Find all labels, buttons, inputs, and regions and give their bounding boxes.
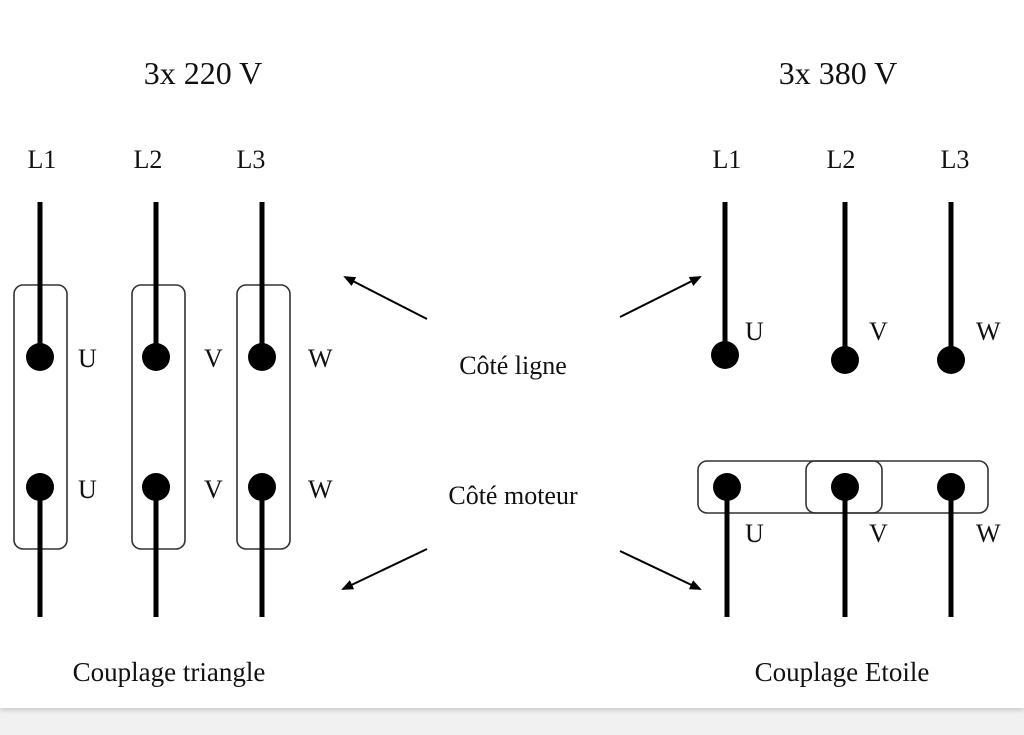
left-terminal-label-top-w: W [308,344,333,373]
right-line-label-l1: L1 [713,145,742,174]
arrow-motor-side-right [619,550,702,590]
left-terminal-top-u [26,343,54,371]
arrow-line-side-right [619,276,702,318]
left-terminal-bottom-w [248,473,276,501]
left-title: 3x 220 V [144,55,263,91]
left-terminal-top-v [142,343,170,371]
arrow-motor-side-left [341,548,428,590]
right-terminal-top-u [711,341,739,369]
left-terminal-label-bottom-w: W [308,475,333,504]
right-terminal-bottom-v [831,473,859,501]
right-terminal-label-bottom-u: U [745,519,764,548]
right-terminal-top-v [831,346,859,374]
right-caption: Couplage Etoile [755,657,930,687]
left-terminal-bottom-u [26,473,54,501]
line-side-label: Côté ligne [459,351,567,380]
left-caption: Couplage triangle [73,657,266,687]
right-terminal-label-bottom-w: W [976,519,1001,548]
left-terminal-label-top-u: U [78,344,97,373]
left-line-label-l3: L3 [237,145,266,174]
right-line-label-l2: L2 [827,145,856,174]
arrow-line-side-left [343,276,428,320]
left-line-label-l1: L1 [28,145,57,174]
wiring-diagram: 3x 220 V L1 L2 L3 U V W U V W Couplage t… [13,55,1001,687]
right-star-bridge-2 [805,460,989,514]
right-terminal-top-w [937,346,965,374]
left-line-label-l2: L2 [134,145,163,174]
left-terminal-label-bottom-u: U [78,475,97,504]
right-terminal-label-bottom-v: V [869,519,888,548]
left-terminal-bottom-v [142,473,170,501]
right-title: 3x 380 V [779,55,898,91]
left-terminal-label-bottom-v: V [204,475,223,504]
motor-side-label: Côté moteur [448,481,578,510]
right-terminal-bottom-w [937,473,965,501]
right-terminal-label-top-u: U [745,317,764,346]
diagram-canvas: 3x 220 V L1 L2 L3 U V W U V W Couplage t… [0,0,1024,708]
right-line-label-l3: L3 [941,145,970,174]
left-terminal-label-top-v: V [204,344,223,373]
right-terminal-bottom-u [713,473,741,501]
right-terminal-label-top-w: W [976,317,1001,346]
left-terminal-top-w [248,343,276,371]
right-terminal-label-top-v: V [869,317,888,346]
right-star-bridge-1 [697,460,883,514]
